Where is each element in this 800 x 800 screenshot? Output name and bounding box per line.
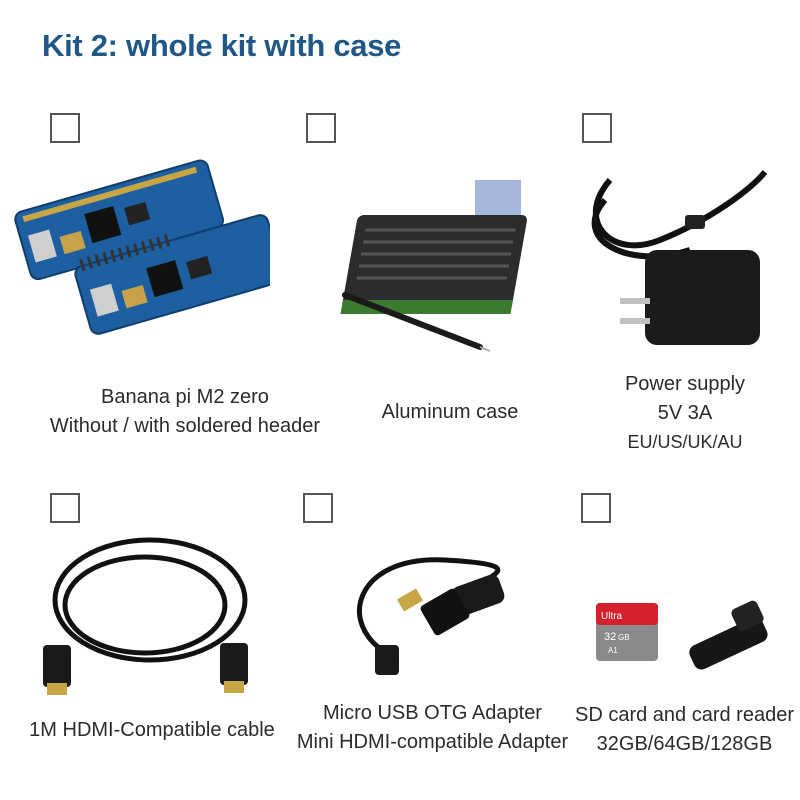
label-line: 5V 3A — [657, 402, 713, 424]
label-line: Banana pi M2 zero — [101, 386, 269, 408]
sd-card-image: Ultra 32 GB A1 — [596, 600, 768, 670]
label-aluminum-case: Aluminum case — [345, 398, 555, 427]
sd-card-capacity: 32 — [604, 631, 616, 643]
page-title: Kit 2: whole kit with case — [42, 28, 402, 63]
power-supply-image — [591, 170, 768, 345]
label-power-supply: Power supply 5V 3A EU/US/UK/AU — [575, 370, 795, 457]
checkbox-otg-adapter[interactable] — [303, 493, 333, 523]
label-banana-pi: Banana pi M2 zero Without / with soldere… — [25, 383, 345, 441]
label-sd-card: SD card and card reader 32GB/64GB/128GB — [572, 701, 797, 759]
checkbox-sd-card[interactable] — [581, 493, 611, 523]
label-line: EU/US/UK/AU — [627, 432, 743, 452]
sd-card-unit: GB — [618, 633, 630, 642]
checkbox-power-supply[interactable] — [582, 113, 612, 143]
label-line: Micro USB OTG Adapter — [323, 702, 542, 724]
checkbox-hdmi-cable[interactable] — [50, 493, 80, 523]
label-line: Power supply — [624, 373, 746, 395]
label-line: SD card and card reader — [574, 704, 794, 726]
otg-adapter-image — [357, 557, 505, 675]
label-line: 32GB/64GB/128GB — [596, 733, 773, 755]
label-line: 1M HDMI-Compatible cable — [29, 719, 275, 741]
banana-pi-board-image — [14, 159, 270, 335]
checkbox-aluminum-case[interactable] — [306, 113, 336, 143]
label-line: Without / with soldered header — [49, 415, 321, 437]
sd-card-class: A1 — [608, 646, 618, 655]
label-otg-adapter: Micro USB OTG Adapter Mini HDMI-compatib… — [290, 699, 575, 757]
aluminum-case-image — [340, 180, 527, 352]
label-line: Aluminum case — [381, 401, 519, 423]
label-hdmi-cable: 1M HDMI-Compatible cable — [18, 716, 286, 745]
label-line: Mini HDMI-compatible Adapter — [296, 731, 569, 753]
hdmi-cable-image — [43, 537, 248, 695]
sd-card-brand: Ultra — [601, 611, 623, 622]
checkbox-banana-pi[interactable] — [50, 113, 80, 143]
